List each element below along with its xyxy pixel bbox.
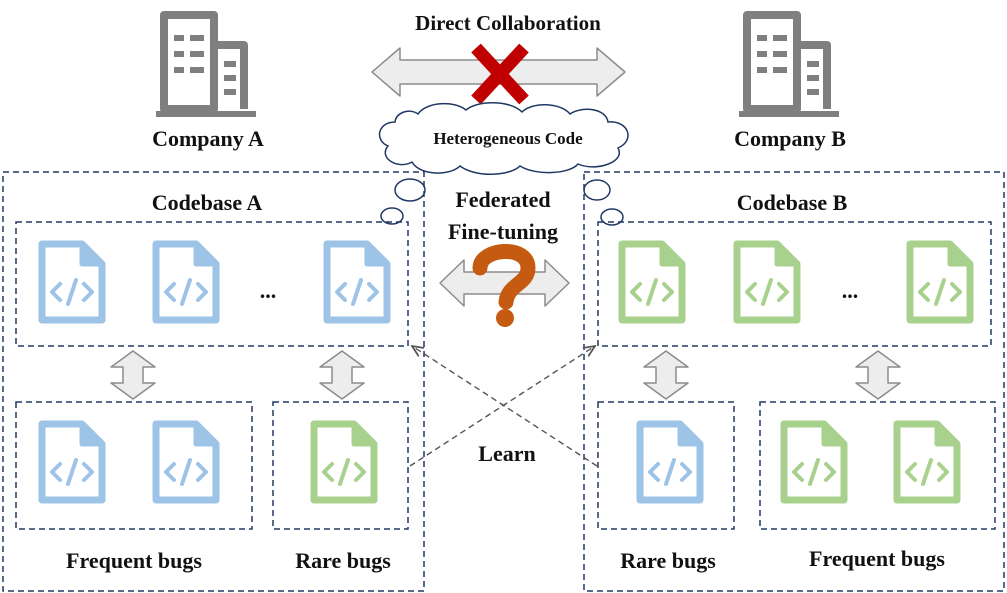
- learn-arrow-a-to-b: [409, 346, 595, 467]
- code-file-icon: [42, 244, 102, 320]
- company-b-building-icon: [739, 15, 839, 117]
- rare-bugs-a-label: Rare bugs: [295, 548, 391, 573]
- code-file-icon: [737, 244, 797, 320]
- rare-bugs-b-box: [597, 401, 735, 530]
- codebase-b-title: Codebase B: [737, 190, 848, 215]
- frequent-bugs-b-box: [759, 401, 996, 530]
- cross-icon: [471, 43, 529, 105]
- codebase-b-ellipsis: ...: [842, 278, 859, 303]
- thought-cloud: [378, 102, 629, 226]
- company-a-label: Company A: [152, 126, 264, 151]
- code-file-icon: [327, 244, 387, 320]
- rare-bugs-arrow: [319, 350, 365, 400]
- frequent-bugs-a-label: Frequent bugs: [66, 548, 202, 573]
- direct-collaboration-label: Direct Collaboration: [415, 11, 601, 35]
- code-file-icon: [622, 244, 682, 320]
- frequent-bugs-arrow: [110, 350, 156, 400]
- rare-bugs-b-label: Rare bugs: [620, 548, 716, 573]
- code-file-icon: [897, 424, 957, 500]
- federated-label: Federated: [455, 187, 550, 212]
- learn-label: Learn: [478, 441, 535, 466]
- code-file-icon: [156, 244, 216, 320]
- codebase-a-files-box: [15, 221, 409, 347]
- heterogeneous-code-label: Heterogeneous Code: [433, 129, 583, 148]
- code-file-icon: [42, 424, 102, 500]
- frequent-bugs-b-label: Frequent bugs: [809, 546, 945, 571]
- code-file-icon: [640, 424, 700, 500]
- codebase-b-frame: [583, 171, 1005, 592]
- learn-label-bg: [470, 440, 546, 468]
- fine-tuning-label: Fine-tuning: [448, 219, 558, 244]
- codebase-b-files-box: [597, 221, 992, 347]
- learn-arrow-b-to-a: [412, 346, 598, 467]
- code-file-icon: [784, 424, 844, 500]
- codebase-a-ellipsis: ...: [260, 278, 277, 303]
- frequent-bugs-arrow: [855, 350, 901, 400]
- company-a-building-icon: [156, 15, 256, 117]
- federated-arrow: [439, 259, 570, 307]
- code-file-icon: [314, 424, 374, 500]
- question-icon: [472, 244, 536, 327]
- rare-bugs-arrow: [643, 350, 689, 400]
- codebase-a-title: Codebase A: [152, 190, 263, 215]
- code-file-icon: [910, 244, 970, 320]
- codebase-a-frame: [2, 171, 425, 592]
- rare-bugs-a-box: [272, 401, 409, 530]
- company-b-label: Company B: [734, 126, 846, 151]
- frequent-bugs-a-box: [15, 401, 253, 530]
- code-file-icon: [156, 424, 216, 500]
